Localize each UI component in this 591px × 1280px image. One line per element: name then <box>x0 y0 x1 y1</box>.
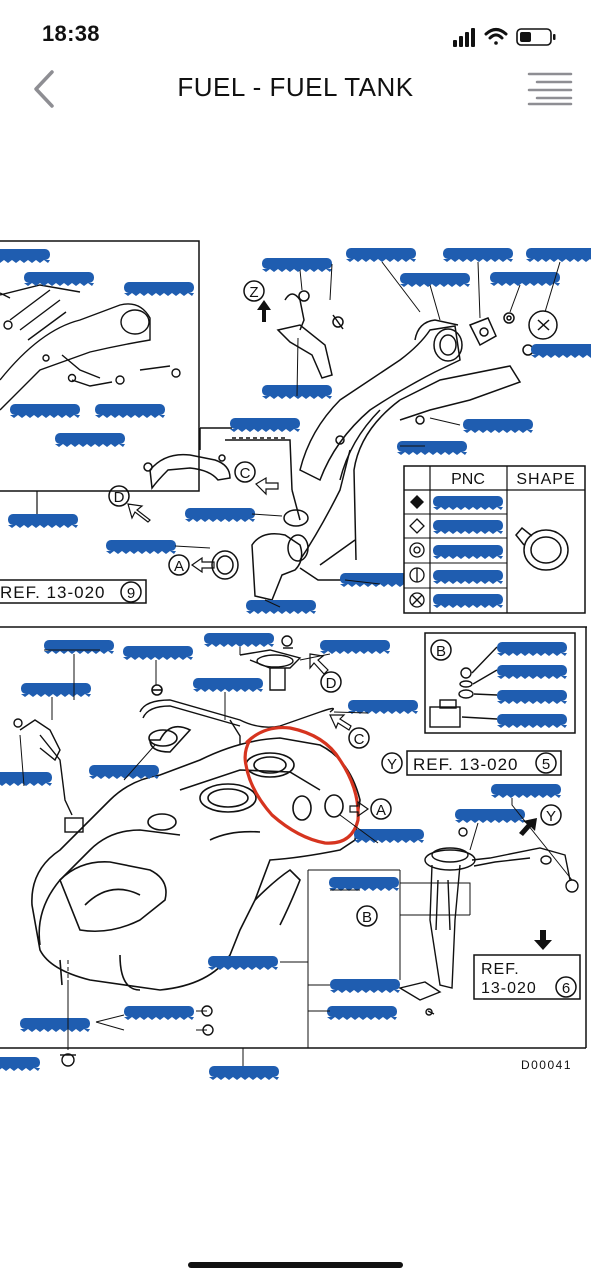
pnc-shape-table: PNC SHAPE <box>403 465 586 614</box>
diamond-outline-icon <box>409 518 425 534</box>
status-time: 18:38 <box>42 21 100 46</box>
svg-text:Y: Y <box>387 756 397 773</box>
svg-text:D: D <box>326 675 337 692</box>
wifi-icon <box>484 28 508 45</box>
ref-5-number: 5 <box>542 756 550 773</box>
home-indicator[interactable] <box>188 1262 403 1268</box>
ref-6-number: 6 <box>562 980 570 997</box>
back-chevron-icon[interactable] <box>22 64 66 112</box>
status-bar: 18:38 <box>0 0 591 64</box>
callout-y-bottom: Y <box>519 804 562 950</box>
status-icons <box>453 28 556 47</box>
svg-text:A: A <box>174 558 184 575</box>
callout-a-bottom: A <box>349 798 392 820</box>
filler-neck-main <box>276 290 558 566</box>
fuel-tank-body <box>31 684 361 991</box>
hose-assembly-c <box>143 427 345 601</box>
fuel-pump-module <box>398 827 579 1016</box>
callout-d-bottom: D <box>309 653 342 693</box>
svg-text:B: B <box>436 643 446 660</box>
circle-line-icon <box>409 567 425 583</box>
inset-box-left <box>0 240 200 492</box>
nav-bar: FUEL - FUEL TANK <box>0 60 591 116</box>
callout-a-top: A <box>168 554 215 576</box>
ref-9-number: 9 <box>127 585 135 602</box>
fuel-hoses-bottom <box>13 635 334 1067</box>
ref-6-text-b: 13-020 <box>481 980 537 997</box>
leader-lines-bottom <box>19 647 573 1066</box>
leader-lines-top <box>174 261 561 608</box>
inset-box-b: B <box>424 632 576 734</box>
ref-5-callout: Y REF. 13-020 5 <box>381 750 562 776</box>
circle-cross-icon <box>409 592 425 608</box>
diamond-filled-icon <box>410 495 424 509</box>
svg-text:A: A <box>376 802 386 819</box>
ref-6-callout: REF. 13-020 6 <box>473 954 581 1000</box>
callout-d-top: D <box>108 485 151 523</box>
filler-neck-left <box>0 284 181 411</box>
hose-clamp-shape <box>515 526 569 571</box>
svg-text:Y: Y <box>546 808 556 825</box>
ref-9-text: REF. 13-020 <box>0 583 106 602</box>
list-menu-icon[interactable] <box>527 70 573 106</box>
svg-text:D: D <box>114 489 125 506</box>
diagram-code: D00041 <box>521 1058 572 1072</box>
signal-icon <box>453 28 475 47</box>
callout-c-top: C <box>234 461 279 496</box>
table-header-pnc: PNC <box>451 471 485 488</box>
battery-icon <box>516 28 556 46</box>
svg-text:C: C <box>240 465 251 482</box>
svg-text:B: B <box>362 909 372 926</box>
callout-b-bottom: B <box>356 905 378 927</box>
parts-diagram: REF. 13-020 9 <box>0 240 591 1080</box>
ref-9-callout: REF. 13-020 9 <box>0 491 147 604</box>
red-highlight-circle <box>243 725 360 845</box>
table-header-shape: SHAPE <box>516 471 575 488</box>
letter-z: Z <box>249 284 258 301</box>
ref-5-text: REF. 13-020 <box>413 755 519 774</box>
page-title: FUEL - FUEL TANK <box>177 72 414 102</box>
callout-z: Z <box>243 280 271 322</box>
double-circle-icon <box>409 542 425 558</box>
callout-c-bottom: C <box>329 714 370 749</box>
ref-6-text-a: REF. <box>481 961 520 978</box>
svg-text:C: C <box>354 731 365 748</box>
